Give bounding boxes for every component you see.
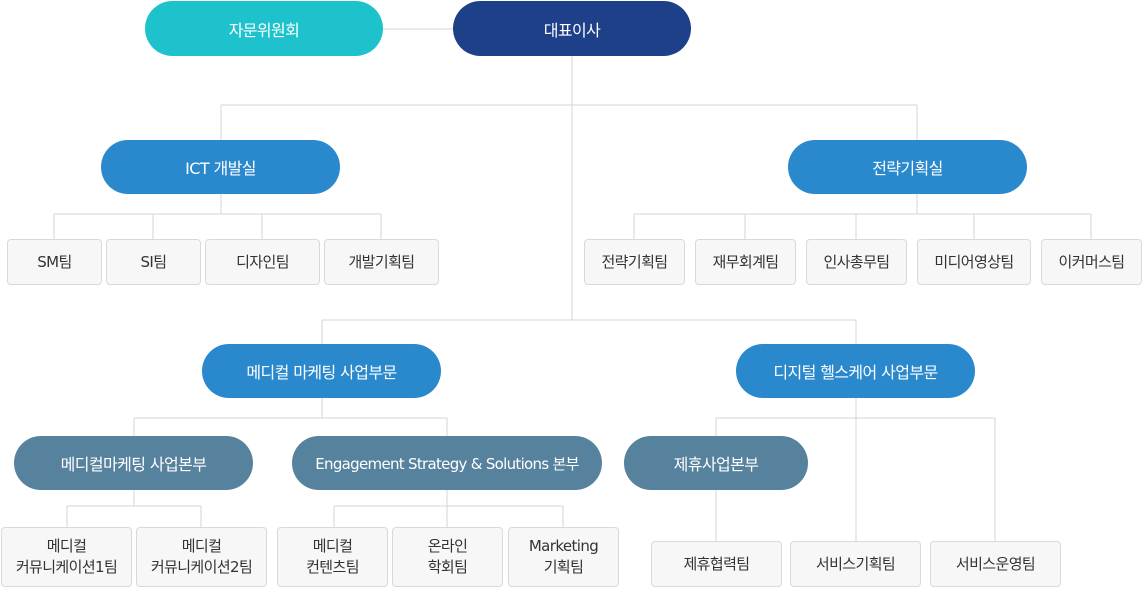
team-box: 디자인팀 xyxy=(205,239,320,285)
team-label-line2: 학회팀 xyxy=(427,558,468,576)
team-label: 미디어영상팀 xyxy=(934,252,1014,271)
team-label: 서비스기획팀 xyxy=(815,554,896,573)
team-label: 서비스운영팀 xyxy=(955,554,1036,573)
strategy-division-label: 전략기획실 xyxy=(872,159,943,178)
digital-healthcare-division-node: 디지털 헬스케어 사업부문 xyxy=(736,344,975,398)
team-label: 인사총무팀 xyxy=(823,252,890,271)
team-box: SM팀 xyxy=(7,239,102,285)
team-box: 메디컬 커뮤니케이션1팀 xyxy=(1,527,132,587)
team-box: 메디컬 커뮤니케이션2팀 xyxy=(136,527,267,587)
ict-division-label: ICT 개발실 xyxy=(185,159,256,178)
team-box: 재무회계팀 xyxy=(695,239,796,285)
team-box: 온라인 학회팀 xyxy=(392,527,503,587)
team-label-line2: 기획팀 xyxy=(543,558,584,576)
team-box: 개발기획팀 xyxy=(324,239,439,285)
team-label-line2: 커뮤니케이션2팀 xyxy=(150,558,253,576)
team-label: SI팀 xyxy=(140,252,168,271)
team-box: 미디어영상팀 xyxy=(917,239,1031,285)
ict-division-node: ICT 개발실 xyxy=(101,140,340,194)
team-label: 개발기획팀 xyxy=(348,252,415,271)
advisory-committee-label: 자문위원회 xyxy=(228,20,300,40)
team-label: 전략기획팀 xyxy=(601,252,668,271)
strategy-division-node: 전략기획실 xyxy=(788,140,1027,194)
ceo-node: 대표이사 xyxy=(453,1,691,56)
partnership-hq-label: 제휴사업본부 xyxy=(673,455,759,474)
digital-healthcare-division-label: 디지털 헬스케어 사업부문 xyxy=(773,363,938,382)
team-label-line1: Marketing xyxy=(528,537,599,555)
ceo-label: 대표이사 xyxy=(543,20,601,40)
team-label: 재무회계팀 xyxy=(712,252,779,271)
team-box: 서비스기획팀 xyxy=(790,541,921,587)
medical-marketing-division-node: 메디컬 마케팅 사업부문 xyxy=(202,344,441,398)
team-box: 인사총무팀 xyxy=(806,239,907,285)
medical-marketing-hq-node: 메디컬마케팅 사업본부 xyxy=(14,436,253,490)
team-label-line1: 메디컬 xyxy=(181,537,222,555)
team-box: 전략기획팀 xyxy=(584,239,685,285)
team-label-line1: 메디컬 xyxy=(312,537,353,555)
team-label-line1: 메디컬 xyxy=(46,537,87,555)
medical-marketing-division-label: 메디컬 마케팅 사업부문 xyxy=(246,363,397,382)
team-label: SM팀 xyxy=(37,252,72,271)
advisory-committee-node: 자문위원회 xyxy=(145,1,383,56)
team-box: 서비스운영팀 xyxy=(930,541,1061,587)
team-label: 제휴협력팀 xyxy=(683,554,750,573)
team-label: 이커머스팀 xyxy=(1058,252,1125,271)
team-box: 메디컬 컨텐츠팀 xyxy=(277,527,388,587)
team-box: Marketing 기획팀 xyxy=(508,527,619,587)
engagement-strategy-hq-node: Engagement Strategy & Solutions 본부 xyxy=(292,436,602,490)
engagement-strategy-hq-label: Engagement Strategy & Solutions 본부 xyxy=(315,454,579,473)
partnership-hq-node: 제휴사업본부 xyxy=(624,436,808,490)
medical-marketing-hq-label: 메디컬마케팅 사업본부 xyxy=(60,455,207,474)
team-box: 이커머스팀 xyxy=(1041,239,1142,285)
team-label-line1: 온라인 xyxy=(427,537,468,555)
team-box: SI팀 xyxy=(106,239,201,285)
team-label: 디자인팀 xyxy=(236,252,289,271)
team-label-line2: 커뮤니케이션1팀 xyxy=(15,558,118,576)
team-box: 제휴협력팀 xyxy=(651,541,782,587)
team-label-line2: 컨텐츠팀 xyxy=(306,558,359,576)
